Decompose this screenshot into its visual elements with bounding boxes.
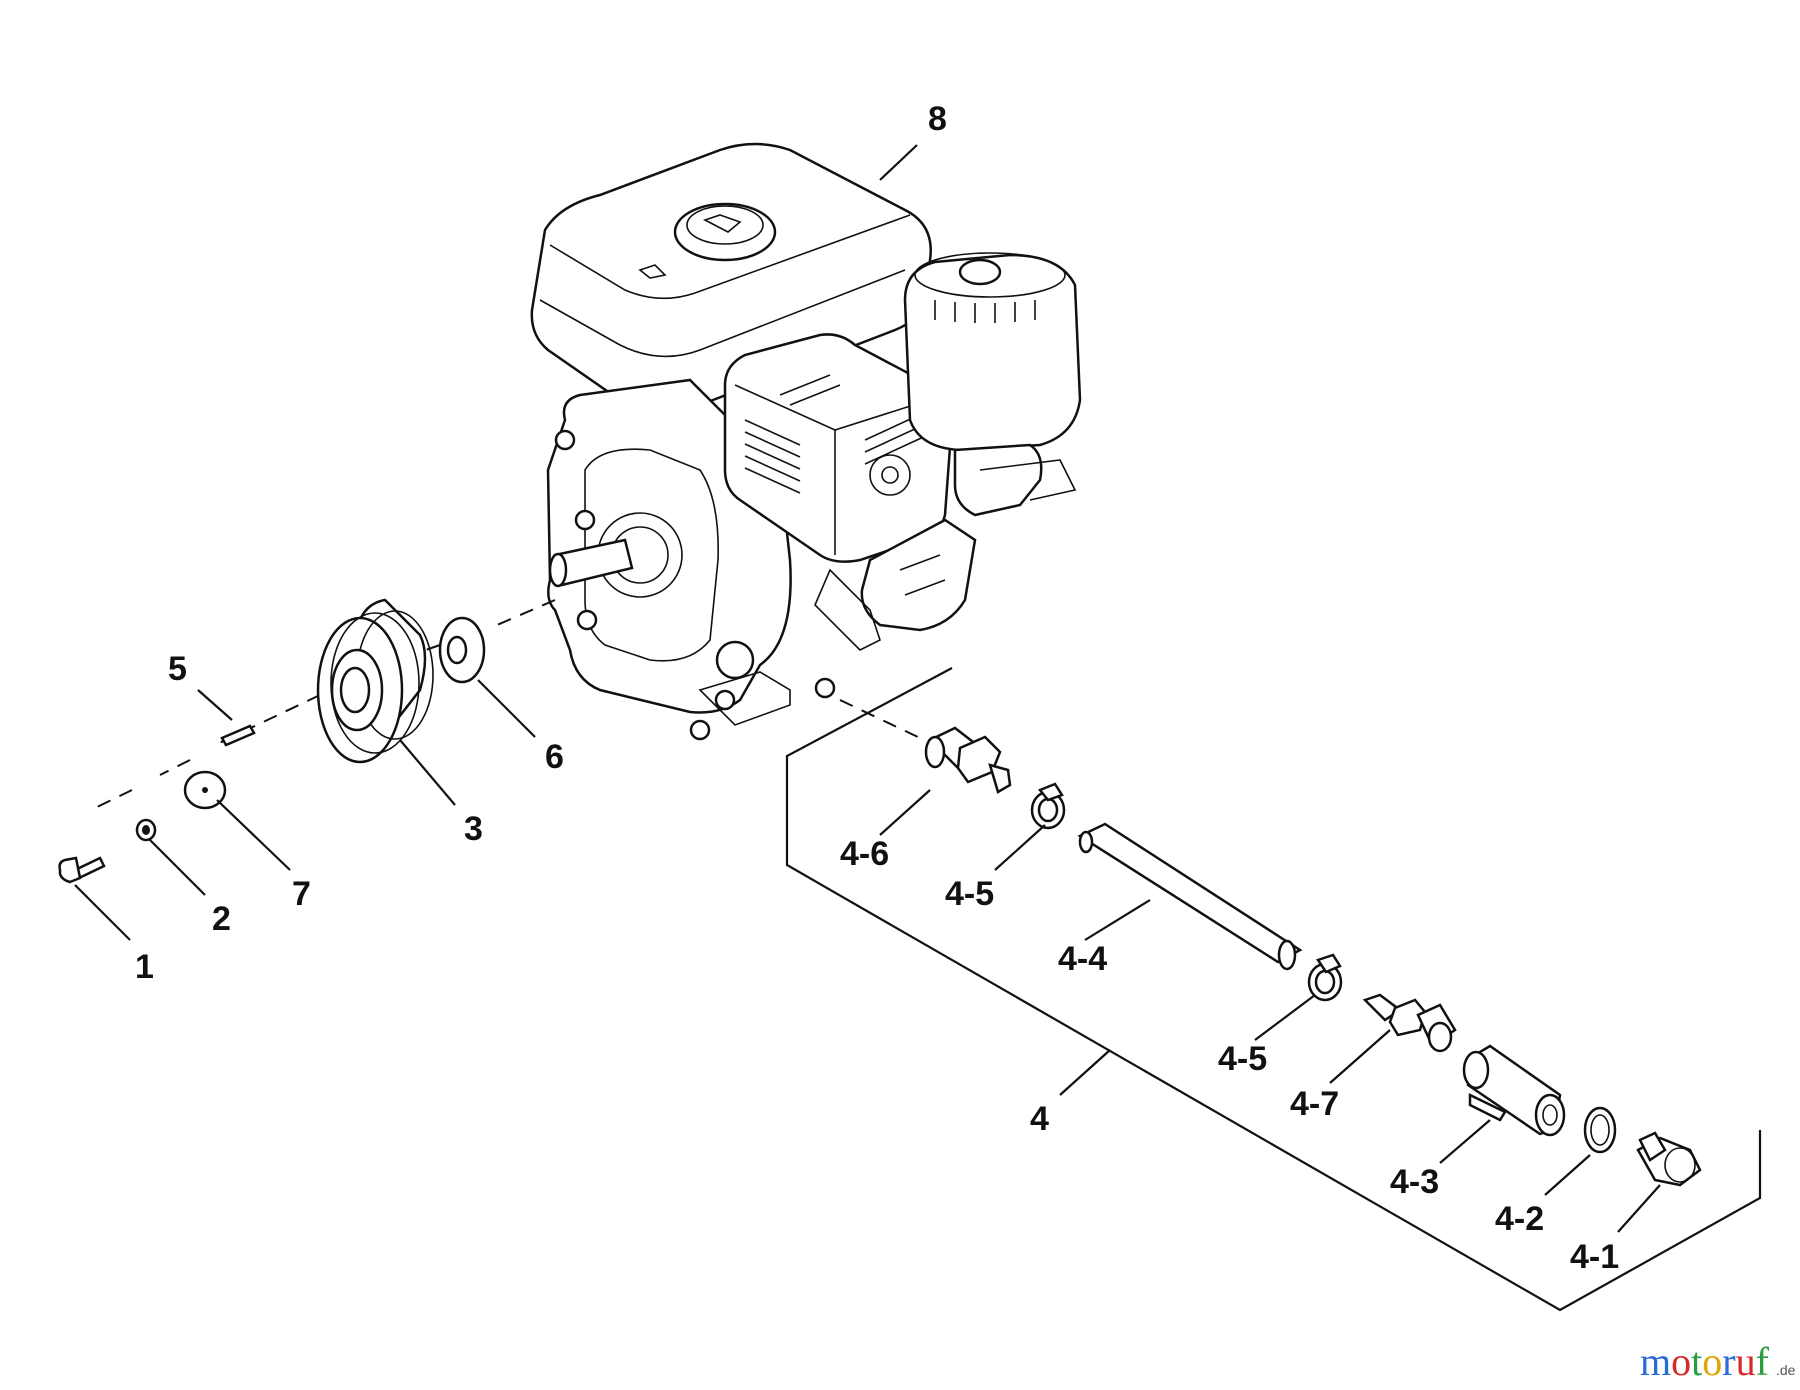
leader-lines [74,144,1661,1233]
part-5-key [220,724,256,747]
engine-illustration [530,142,1082,741]
callout-8: 8 [928,100,947,138]
callout-6: 6 [545,738,564,776]
axis-line-drain [839,699,921,739]
part-4-6-adapter [924,726,1012,794]
part-2-lock-washer [135,818,157,842]
callout-4-3: 4-3 [1390,1163,1439,1201]
callout-4-1: 4-1 [1570,1238,1619,1276]
part-4-5-clamp-upper [1030,782,1066,830]
part-4-2-oring [1583,1106,1617,1154]
callout-4-4: 4-4 [1058,940,1107,978]
callout-2: 2 [212,900,231,938]
callout-4-5-lower: 4-5 [1218,1040,1267,1078]
part-1-bolt [58,856,106,884]
callout-4: 4 [1030,1100,1049,1138]
watermark-logo: motoruf .de [1640,1339,1796,1384]
callout-4-6: 4-6 [840,835,889,873]
callout-5: 5 [168,650,187,688]
callout-4-7: 4-7 [1290,1085,1339,1123]
callout-1: 1 [135,948,154,986]
part-4-7-fitting [1362,993,1457,1053]
part-4-3-valve [1462,1044,1566,1137]
axis-line-bolt [94,759,191,809]
part-7-washer [183,770,227,810]
part-3-pulley [316,598,434,764]
callout-3: 3 [464,810,483,848]
part-4-group-bracket [785,667,1762,1312]
part-4-4-hose [1077,822,1303,971]
part-4-1-cap [1636,1131,1702,1187]
svg-text:motoruf: motoruf [1640,1339,1770,1384]
part-6-spacer [438,616,486,684]
callout-4-2: 4-2 [1495,1200,1544,1238]
part-4-5-clamp-lower [1307,953,1343,1002]
callout-4-5-upper: 4-5 [945,875,994,913]
shaft-axis-line [489,599,556,629]
svg-text:.de: .de [1776,1362,1796,1378]
callout-7: 7 [292,875,311,913]
